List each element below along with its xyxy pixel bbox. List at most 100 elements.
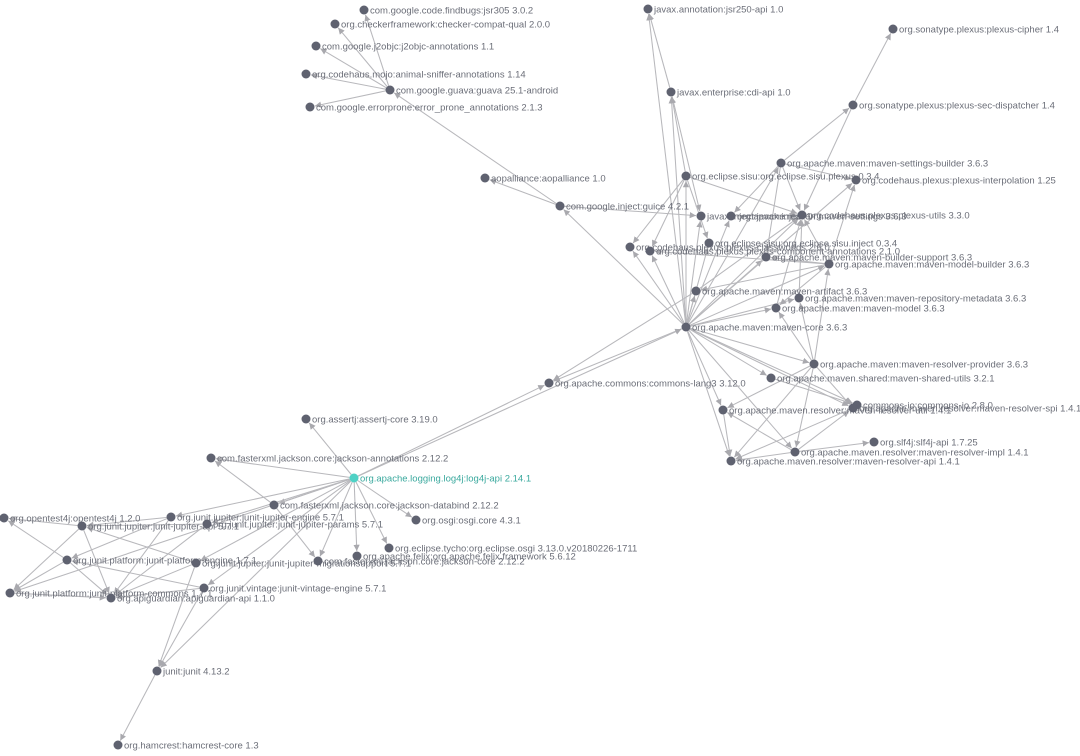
node-findbugs[interactable]: com.google.code.findbugs:jsr305 3.0.2 xyxy=(359,5,534,16)
node-dot-slf4j[interactable] xyxy=(869,437,879,447)
node-dot-aopalliance[interactable] xyxy=(480,173,490,183)
node-dot-jupiterparams[interactable] xyxy=(202,519,212,529)
node-dot-felix[interactable] xyxy=(352,551,362,561)
node-dot-resolverimpl[interactable] xyxy=(790,447,800,457)
node-dot-artifact[interactable] xyxy=(691,286,701,296)
node-dot-classworlds[interactable] xyxy=(625,242,635,252)
node-dot-repometadata[interactable] xyxy=(794,293,804,303)
node-dot-junit[interactable] xyxy=(152,666,162,676)
node-sisuplexus[interactable]: org.eclipse.sisu:org.eclipse.sisu.plexus… xyxy=(681,171,880,182)
node-dot-plexusutils[interactable] xyxy=(797,210,807,220)
node-hamcrest[interactable]: org.hamcrest:hamcrest-core 1.3 xyxy=(113,740,259,751)
node-log4j[interactable]: org.apache.logging.log4j:log4j-api 2.14.… xyxy=(349,473,532,484)
node-jupiterparams[interactable]: org.junit.jupiter:junit-jupiter-params 5… xyxy=(202,519,384,530)
node-dot-assertj[interactable] xyxy=(301,414,311,424)
node-resolverprovider[interactable]: org.apache.maven:maven-resolver-provider… xyxy=(809,359,1029,370)
node-dot-jacksondatabind[interactable] xyxy=(269,500,279,510)
node-dot-hamcrest[interactable] xyxy=(113,740,123,750)
node-interpolation[interactable]: org.codehaus.plexus:plexus-interpolation… xyxy=(851,175,1056,186)
node-resolverimpl[interactable]: org.apache.maven.resolver:maven-resolver… xyxy=(790,447,1029,458)
node-tychoosgi[interactable]: org.eclipse.tycho:org.eclipse.osgi 3.13.… xyxy=(384,543,638,554)
node-sisuinject[interactable]: org.eclipse.sisu:org.eclipse.sisu.inject… xyxy=(704,238,898,249)
node-commonslang3[interactable]: org.apache.commons:commons-lang3 3.12.0 xyxy=(544,378,746,389)
node-animal[interactable]: org.codehaus.mojo:animal-sniffer-annotat… xyxy=(301,69,526,80)
node-jacksondatabind[interactable]: com.fasterxml.jackson.core:jackson-datab… xyxy=(269,500,499,511)
node-resolverutil[interactable]: org.apache.maven.resolver:maven-resolver… xyxy=(718,405,952,416)
node-osgicore[interactable]: org.osgi:osgi.core 4.3.1 xyxy=(411,515,521,526)
node-dot-cdi[interactable] xyxy=(666,87,676,97)
node-dot-jupiterapi[interactable] xyxy=(77,521,87,531)
node-classworlds[interactable]: org.codehaus.plexus:plexus-classworlds 2… xyxy=(625,242,830,253)
node-junit[interactable]: junit:junit 4.13.2 xyxy=(152,666,230,677)
node-plexuscipher[interactable]: org.sonatype.plexus:plexus-cipher 1.4 xyxy=(888,24,1060,35)
node-dot-jacksoncore[interactable] xyxy=(313,556,323,566)
node-builderssupport[interactable]: org.apache.maven:maven-builder-support 3… xyxy=(761,252,973,263)
node-dot-checker[interactable] xyxy=(330,19,340,29)
node-platformengine[interactable]: org.junit.platform:junit-platform-engine… xyxy=(62,555,257,566)
node-dot-resolverspi[interactable] xyxy=(848,403,858,413)
node-dot-tychoosgi[interactable] xyxy=(384,543,394,553)
node-dot-javaxinject[interactable] xyxy=(696,211,706,221)
node-secdispatcher[interactable]: org.sonatype.plexus:plexus-sec-dispatche… xyxy=(848,100,1055,111)
node-migrationsupport[interactable]: org.junit.jupiter:junit-jupiter-migratio… xyxy=(191,558,412,569)
node-settingsbuilder[interactable]: org.apache.maven:maven-settings-builder … xyxy=(776,158,989,169)
node-plexusutils[interactable]: org.codehaus.plexus:plexus-utils 3.3.0 xyxy=(797,210,970,221)
node-dot-platformengine[interactable] xyxy=(62,555,72,565)
node-checker[interactable]: org.checkerframework:checker-compat-qual… xyxy=(330,19,551,30)
node-slf4j[interactable]: org.slf4j:slf4j-api 1.7.25 xyxy=(869,437,978,448)
node-dot-sharedutils[interactable] xyxy=(766,373,776,383)
node-assertj[interactable]: org.assertj:assertj-core 3.19.0 xyxy=(301,414,438,425)
node-dot-resolverutil[interactable] xyxy=(718,405,728,415)
node-dot-settingsbuilder[interactable] xyxy=(776,158,786,168)
node-guice[interactable]: com.google.inject:guice 4.2.1 xyxy=(555,201,690,212)
node-jacksonannotations[interactable]: com.fasterxml.jackson.core:jackson-annot… xyxy=(206,453,449,464)
node-dot-j2objc[interactable] xyxy=(311,41,321,51)
node-dot-resolverprovider[interactable] xyxy=(809,359,819,369)
node-dot-migrationsupport[interactable] xyxy=(191,558,201,568)
node-dot-guava[interactable] xyxy=(385,85,395,95)
node-model[interactable]: org.apache.maven:maven-model 3.6.3 xyxy=(771,303,945,314)
node-repometadata[interactable]: org.apache.maven:maven-repository-metada… xyxy=(794,293,1027,304)
node-componentannotations[interactable]: org.codehaus.plexus:plexus-component-ann… xyxy=(645,246,901,257)
node-sharedutils[interactable]: org.apache.maven.shared:maven-shared-uti… xyxy=(766,373,995,384)
node-dot-secdispatcher[interactable] xyxy=(848,100,858,110)
node-dot-errorprone[interactable] xyxy=(305,102,315,112)
node-mavencore[interactable]: org.apache.maven:maven-core 3.6.3 xyxy=(681,322,848,333)
node-aopalliance[interactable]: aopalliance:aopalliance 1.0 xyxy=(480,173,606,184)
node-dot-interpolation[interactable] xyxy=(851,175,861,185)
node-mavensettings[interactable]: org.apache.maven:maven-settings 3.6.3 xyxy=(726,211,907,222)
node-apiguardian[interactable]: org.apiguardian:apiguardian-api 1.1.0 xyxy=(106,593,275,604)
node-errorprone[interactable]: com.google.errorprone:error_prone_annota… xyxy=(305,102,543,113)
node-dot-jupiterengine[interactable] xyxy=(166,512,176,522)
node-dot-modelbuilder[interactable] xyxy=(824,259,834,269)
node-modelbuilder[interactable]: org.apache.maven:maven-model-builder 3.6… xyxy=(824,259,1030,270)
node-dot-mavensettings[interactable] xyxy=(726,211,736,221)
node-dot-jacksonannotations[interactable] xyxy=(206,453,216,463)
node-dot-platformcommons[interactable] xyxy=(5,588,15,598)
node-dot-opentest4j[interactable] xyxy=(0,513,9,523)
node-resolverspi[interactable]: org.apache.maven.resolver:maven-resolver… xyxy=(848,403,1080,414)
node-dot-componentannotations[interactable] xyxy=(645,246,655,256)
node-dot-plexuscipher[interactable] xyxy=(888,24,898,34)
node-dot-apiguardian[interactable] xyxy=(106,593,116,603)
node-dot-osgicore[interactable] xyxy=(411,515,421,525)
node-felix[interactable]: org.apache.felix:org.apache.felix.framew… xyxy=(352,551,576,562)
node-resolverapi[interactable]: org.apache.maven.resolver:maven-resolver… xyxy=(726,456,960,467)
node-dot-model[interactable] xyxy=(771,303,781,313)
node-javaxinject[interactable]: javax.inject:javax.inject 1 xyxy=(696,211,812,222)
node-dot-resolverapi[interactable] xyxy=(726,456,736,466)
node-jupiterengine[interactable]: org.junit.jupiter:junit-jupiter-engine 5… xyxy=(166,512,344,523)
node-dot-sisuplexus[interactable] xyxy=(681,171,691,181)
node-dot-commonslang3[interactable] xyxy=(544,378,554,388)
node-dot-guice[interactable] xyxy=(555,201,565,211)
node-dot-sisuinject[interactable] xyxy=(704,238,714,248)
node-artifact[interactable]: org.apache.maven:maven-artifact 3.6.3 xyxy=(691,286,868,297)
node-opentest4j[interactable]: org.opentest4j:opentest4j 1.2.0 xyxy=(0,513,140,524)
node-vintageengine[interactable]: org.junit.vintage:junit-vintage-engine 5… xyxy=(199,583,387,594)
node-jsr250[interactable]: javax.annotation:jsr250-api 1.0 xyxy=(643,4,784,15)
node-jacksoncore[interactable]: com.fasterxml.jackson.core:jackson-core … xyxy=(313,556,525,567)
node-dot-log4j[interactable] xyxy=(349,473,359,483)
node-dot-findbugs[interactable] xyxy=(359,5,369,15)
node-dot-animal[interactable] xyxy=(301,69,311,79)
node-dot-vintageengine[interactable] xyxy=(199,583,209,593)
